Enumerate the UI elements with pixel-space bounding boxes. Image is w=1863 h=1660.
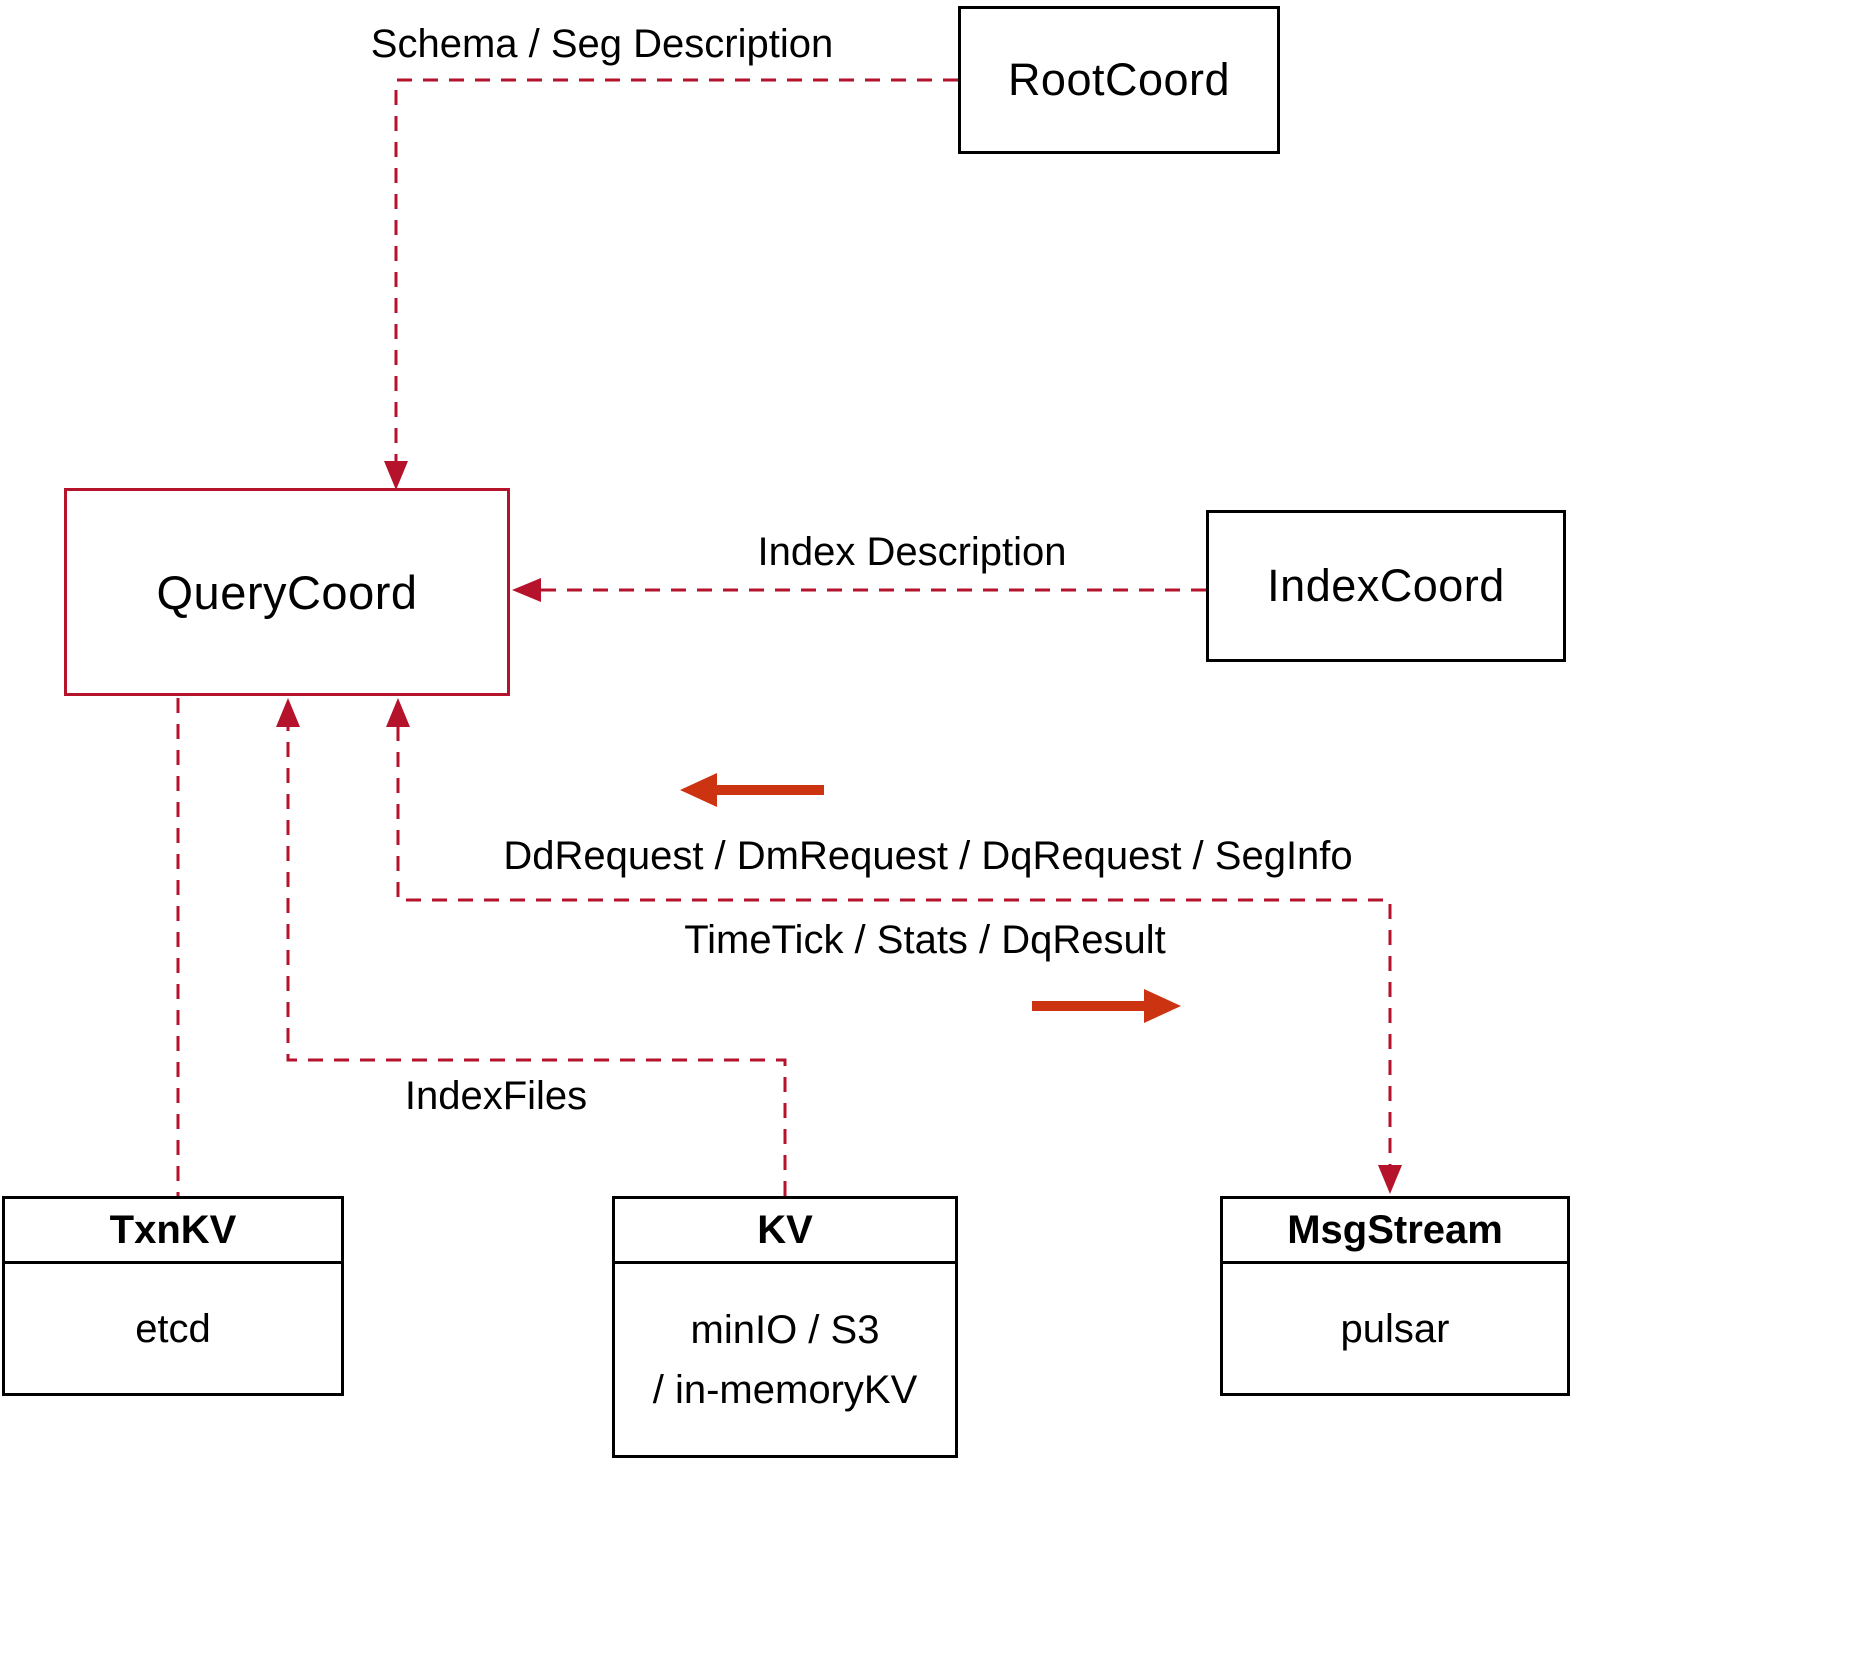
edge-rootcoord-to-querycoord xyxy=(394,78,958,462)
node-rootcoord: RootCoord xyxy=(958,6,1280,154)
arrowhead-into-msgstream-icon xyxy=(1378,1165,1402,1194)
node-txnkv: TxnKV etcd xyxy=(2,1196,344,1396)
edge-label-dd-request: DdRequest / DmRequest / DqRequest / SegI… xyxy=(503,834,1353,878)
arrowhead-into-querycoord-top-icon xyxy=(384,461,408,490)
arrowhead-into-querycoord-bottom-right-icon xyxy=(386,698,410,727)
edge-label-schema-seg-description: Schema / Seg Description xyxy=(370,22,834,66)
flow-direction-right-arrow-icon xyxy=(1032,989,1181,1023)
node-kv-body-line2: / in-memoryKV xyxy=(652,1367,918,1412)
node-kv: KV minIO / S3 / in-memoryKV xyxy=(612,1196,958,1458)
node-txnkv-title: TxnKV xyxy=(5,1199,341,1264)
edge-label-timetick: TimeTick / Stats / DqResult xyxy=(684,918,1166,962)
node-kv-title: KV xyxy=(615,1199,955,1264)
edge-label-index-files: IndexFiles xyxy=(404,1074,588,1118)
node-txnkv-body: etcd xyxy=(135,1306,211,1351)
node-indexcoord-label: IndexCoord xyxy=(1267,560,1505,611)
node-msgstream: MsgStream pulsar xyxy=(1220,1196,1570,1396)
node-msgstream-body: pulsar xyxy=(1340,1306,1450,1351)
flow-direction-left-arrow-icon xyxy=(680,773,824,807)
node-kv-body-line1: minIO / S3 xyxy=(690,1307,880,1352)
node-querycoord: QueryCoord xyxy=(64,488,510,696)
node-msgstream-title: MsgStream xyxy=(1223,1199,1567,1264)
node-indexcoord: IndexCoord xyxy=(1206,510,1566,662)
edge-label-index-description: Index Description xyxy=(757,530,1067,574)
arrowhead-into-querycoord-bottom-left-icon xyxy=(276,698,300,727)
arrowhead-into-querycoord-right-icon xyxy=(512,578,541,602)
node-querycoord-label: QueryCoord xyxy=(156,565,418,619)
node-rootcoord-label: RootCoord xyxy=(1007,54,1231,105)
